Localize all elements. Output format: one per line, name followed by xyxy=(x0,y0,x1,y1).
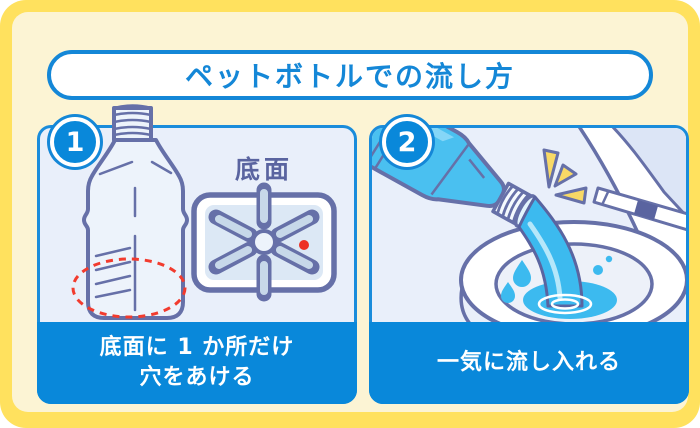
step-number-badge-1: 1 xyxy=(50,117,100,167)
step-panel-1: 1 xyxy=(37,104,357,404)
bottom-rib-spokes xyxy=(208,182,320,302)
step2-caption-line1: 一気に流し入れる xyxy=(436,350,621,376)
poster-background: ペットボトルでの流し方 1 xyxy=(12,12,689,412)
step-panel-2: 2 xyxy=(369,117,689,404)
step2-caption: 一気に流し入れる xyxy=(369,322,689,404)
step1-caption-line2: 穴をあける xyxy=(139,365,255,390)
step-number-badge-2: 2 xyxy=(382,117,432,167)
pouring-water-stream xyxy=(517,195,584,308)
step1-caption-line1: 底面に 1 か所だけ xyxy=(99,335,295,361)
splash-droplets xyxy=(501,255,613,303)
water-ripples xyxy=(537,293,593,315)
hole-position-dot xyxy=(299,240,309,250)
page-title: ペットボトルでの流し方 xyxy=(184,60,515,93)
emphasis-marks xyxy=(542,148,588,205)
title-box: ペットボトルでの流し方 xyxy=(47,50,653,100)
step1-illustration xyxy=(71,104,337,320)
bottle-bottom-diagram xyxy=(191,182,337,302)
bottom-face-label: 底面 xyxy=(234,155,293,184)
step1-caption: 底面に 1 か所だけ 穴をあける xyxy=(37,322,357,404)
pet-bottle xyxy=(82,104,189,320)
red-dashed-highlight-ellipse xyxy=(71,257,187,319)
